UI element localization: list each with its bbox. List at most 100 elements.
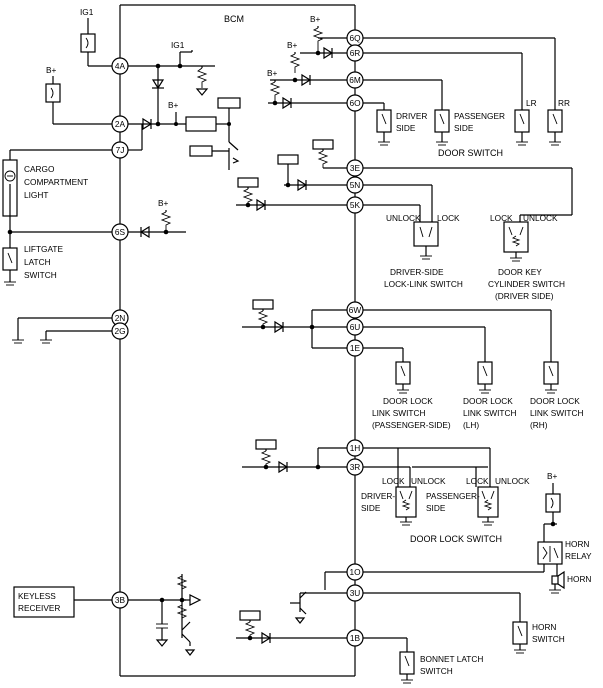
- svg-text:UNLOCK: UNLOCK: [411, 476, 446, 486]
- svg-text:LINK SWITCH: LINK SWITCH: [530, 408, 583, 418]
- svg-text:LOCK-LINK SWITCH: LOCK-LINK SWITCH: [384, 279, 463, 289]
- svg-text:IG1: IG1: [80, 7, 94, 17]
- pin-6o: 6O: [346, 94, 364, 112]
- svg-text:5N: 5N: [350, 180, 361, 190]
- pin-3e: 3E: [346, 159, 364, 177]
- 2a-internal-circuit: B+: [128, 97, 241, 170]
- svg-text:IG1: IG1: [171, 40, 185, 50]
- pin-6s: 6S: [111, 223, 129, 241]
- svg-text:B+: B+: [287, 40, 298, 50]
- svg-text:4A: 4A: [115, 61, 126, 71]
- pin-1h: 1H: [346, 439, 364, 457]
- pin-6r: 6R: [346, 44, 364, 62]
- svg-text:6M: 6M: [349, 75, 361, 85]
- door-switch-internal: B+ B+ B+: [267, 14, 347, 110]
- cargo-compartment-light: CARGO COMPARTMENT LIGHT: [2, 124, 143, 217]
- lock-link-internal: [236, 139, 347, 212]
- svg-text:(PASSENGER-SIDE): (PASSENGER-SIDE): [372, 420, 451, 430]
- svg-text:SIDE: SIDE: [396, 123, 416, 133]
- svg-text:SWITCH: SWITCH: [24, 270, 57, 280]
- svg-text:CYLINDER SWITCH: CYLINDER SWITCH: [488, 279, 565, 289]
- svg-text:3R: 3R: [350, 462, 361, 472]
- svg-text:B+: B+: [547, 471, 558, 481]
- svg-text:DOOR LOCK SWITCH: DOOR LOCK SWITCH: [410, 534, 502, 544]
- pin-4a: 4A: [111, 57, 129, 75]
- svg-text:B+: B+: [267, 68, 278, 78]
- pin-2n: 2N: [111, 309, 129, 327]
- svg-text:B+: B+: [46, 65, 57, 75]
- keyless-receiver: KEYLESS RECEIVER: [13, 574, 202, 656]
- svg-text:1E: 1E: [350, 343, 361, 353]
- svg-text:KEYLESS: KEYLESS: [18, 591, 56, 601]
- horn-relay: B+ HORN RELAY: [363, 471, 592, 573]
- svg-text:DOOR LOCK: DOOR LOCK: [463, 396, 513, 406]
- horn: HORN: [549, 570, 591, 594]
- svg-text:DRIVER-: DRIVER-: [361, 491, 395, 501]
- svg-text:SWITCH: SWITCH: [532, 634, 565, 644]
- bplus-fuse-2a: B+: [45, 65, 112, 125]
- pin-1e: 1E: [346, 339, 364, 357]
- svg-text:PASSENGER-: PASSENGER-: [426, 491, 480, 501]
- svg-text:LOCK: LOCK: [466, 476, 489, 486]
- svg-text:LIGHT: LIGHT: [24, 190, 48, 200]
- svg-text:SIDE: SIDE: [454, 123, 474, 133]
- liftgate-latch-switch: LIFTGATE LATCH SWITCH B+: [2, 198, 186, 286]
- svg-text:DOOR LOCK: DOOR LOCK: [383, 396, 433, 406]
- svg-text:2A: 2A: [115, 119, 126, 129]
- svg-text:B+: B+: [158, 198, 169, 208]
- svg-text:DRIVER-SIDE: DRIVER-SIDE: [390, 267, 444, 277]
- svg-text:6Q: 6Q: [349, 33, 361, 43]
- pin-3b: 3B: [111, 591, 129, 609]
- svg-text:3E: 3E: [350, 163, 361, 173]
- pin-6m: 6M: [346, 71, 364, 89]
- svg-text:DRIVER: DRIVER: [396, 111, 427, 121]
- svg-text:DOOR KEY: DOOR KEY: [498, 267, 542, 277]
- svg-text:HORN: HORN: [532, 622, 556, 632]
- svg-text:CARGO: CARGO: [24, 164, 55, 174]
- svg-text:6O: 6O: [349, 98, 361, 108]
- pin-7j: 7J: [111, 141, 129, 159]
- svg-text:RR: RR: [558, 98, 570, 108]
- pin-5k: 5K: [346, 196, 364, 214]
- svg-text:B+: B+: [310, 14, 321, 24]
- svg-text:2G: 2G: [114, 326, 125, 336]
- svg-text:1B: 1B: [350, 633, 361, 643]
- pin-2a: 2A: [111, 115, 129, 133]
- pin-5n: 5N: [346, 176, 364, 194]
- svg-text:6U: 6U: [350, 322, 361, 332]
- svg-text:LOCK: LOCK: [490, 213, 513, 223]
- svg-text:7J: 7J: [116, 145, 125, 155]
- svg-text:1O: 1O: [349, 567, 361, 577]
- svg-text:RELAY: RELAY: [565, 551, 592, 561]
- svg-text:SWITCH: SWITCH: [420, 666, 453, 676]
- ig1-fuse-left: IG1: [80, 7, 112, 67]
- svg-text:LIFTGATE: LIFTGATE: [24, 244, 63, 254]
- pin-2g: 2G: [111, 322, 129, 340]
- 4a-internal-circuit: IG1: [128, 40, 215, 124]
- svg-text:LR: LR: [526, 98, 537, 108]
- svg-text:DOOR LOCK: DOOR LOCK: [530, 396, 580, 406]
- svg-text:LINK SWITCH: LINK SWITCH: [463, 408, 516, 418]
- bcm-label: BCM: [224, 14, 244, 24]
- svg-text:6W: 6W: [349, 305, 362, 315]
- svg-text:SIDE: SIDE: [426, 503, 446, 513]
- horn-internal: [290, 571, 347, 624]
- door-key-cylinder-switch: LOCK UNLOCK DOOR KEY CYLINDER SWITCH (DR…: [488, 213, 572, 301]
- pin-6w: 6W: [346, 301, 364, 319]
- svg-text:6S: 6S: [115, 227, 126, 237]
- svg-text:LINK SWITCH: LINK SWITCH: [372, 408, 425, 418]
- svg-text:RECEIVER: RECEIVER: [18, 603, 60, 613]
- svg-text:(DRIVER SIDE): (DRIVER SIDE): [495, 291, 554, 301]
- svg-text:BONNET LATCH: BONNET LATCH: [420, 654, 483, 664]
- pin-1b: 1B: [346, 629, 364, 647]
- door-lock-switch: LOCK UNLOCK LOCK UNLOCK DRIVER- SIDE PAS…: [361, 447, 530, 544]
- svg-text:B+: B+: [168, 100, 179, 110]
- svg-text:HORN: HORN: [567, 574, 591, 584]
- bonnet-internal: [236, 610, 347, 645]
- pin-1o: 1O: [346, 563, 364, 581]
- horn-switch: HORN SWITCH: [363, 592, 565, 654]
- pin-6u: 6U: [346, 318, 364, 336]
- svg-text:COMPARTMENT: COMPARTMENT: [24, 177, 88, 187]
- svg-text:LATCH: LATCH: [24, 257, 51, 267]
